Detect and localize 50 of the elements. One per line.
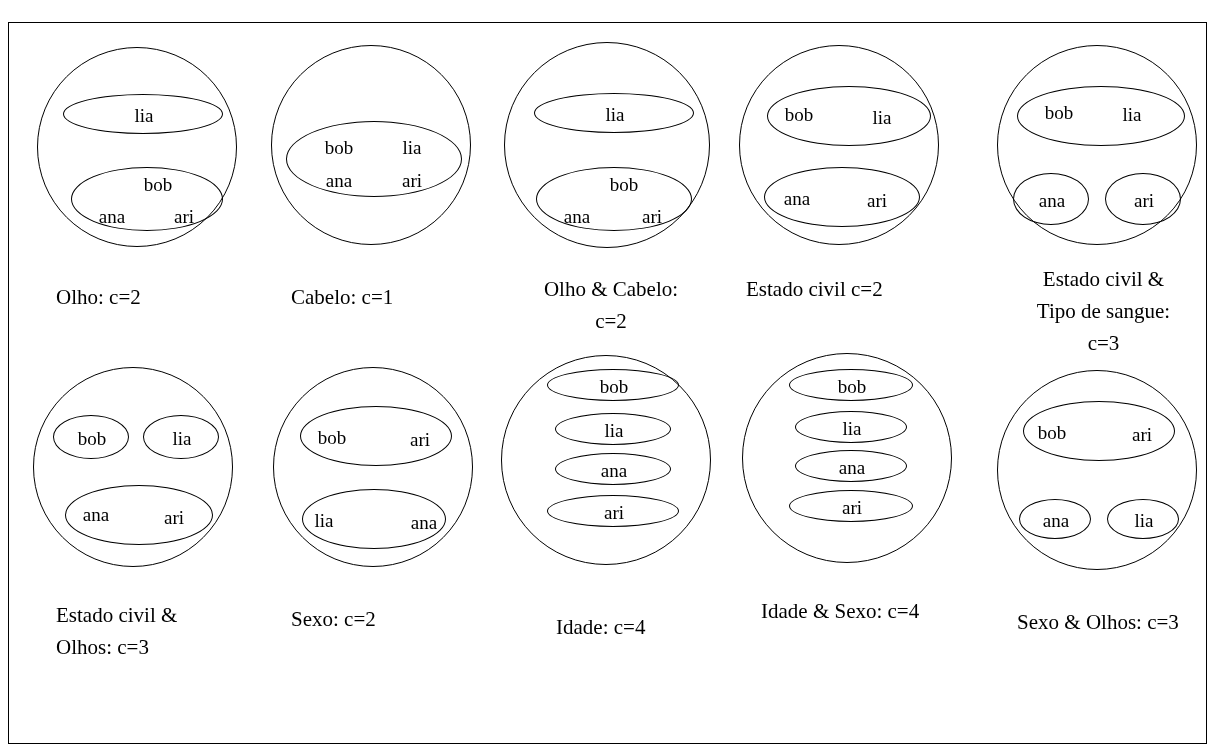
name-label: lia [402,137,422,157]
name-label: ari [410,429,430,449]
node-label: Olho & Cabelo: c=2 [542,276,680,335]
name-label: ana [563,206,591,226]
name-label: ari [164,507,184,527]
node-label: Cabelo: c=1 [291,284,395,311]
name-label: lia [1134,510,1154,530]
name-label: bob [143,174,173,194]
name-label: ari [842,497,862,517]
name-label: lia [134,105,154,125]
name-label: bob [837,376,867,396]
name-label: lia [842,418,862,438]
name-label: ana [783,188,811,208]
name-label: lia [172,428,192,448]
node-label: Estado civil & Tipo de sangue: c=3 [1035,266,1172,357]
node-label: Sexo & Olhos: c=3 [1016,609,1180,636]
node-label: Olho: c=2 [56,284,142,311]
name-label: bob [324,137,354,157]
name-label: lia [314,510,334,530]
node-label: Estado civil & Olhos: c=3 [56,602,179,661]
name-label: ari [402,170,422,190]
name-label: ari [867,190,887,210]
name-label: ana [325,170,353,190]
name-label: bob [77,428,107,448]
name-label: lia [604,420,624,440]
name-label: ana [1042,510,1070,530]
name-label: bob [599,376,629,396]
name-label: ana [600,460,628,480]
name-label: ari [604,502,624,522]
node-label: Sexo: c=2 [291,606,377,633]
name-label: bob [609,174,639,194]
name-label: lia [605,104,625,124]
name-label: lia [872,107,892,127]
name-label: ana [410,512,438,532]
name-label: ana [838,457,866,477]
name-label: ari [174,206,194,226]
name-label: ana [82,504,110,524]
node-label: Estado civil c=2 [746,276,884,303]
name-label: ari [642,206,662,226]
name-label: ana [98,206,126,226]
name-label: bob [1037,422,1067,442]
name-label: ana [1038,190,1066,210]
node-label: Idade: c=4 [556,614,647,641]
name-label: bob [1044,102,1074,122]
name-label: bob [784,104,814,124]
name-label: ari [1134,190,1154,210]
node-label: Idade & Sexo: c=4 [761,598,921,625]
name-label: ari [1132,424,1152,444]
name-label: lia [1122,104,1142,124]
name-label: bob [317,427,347,447]
